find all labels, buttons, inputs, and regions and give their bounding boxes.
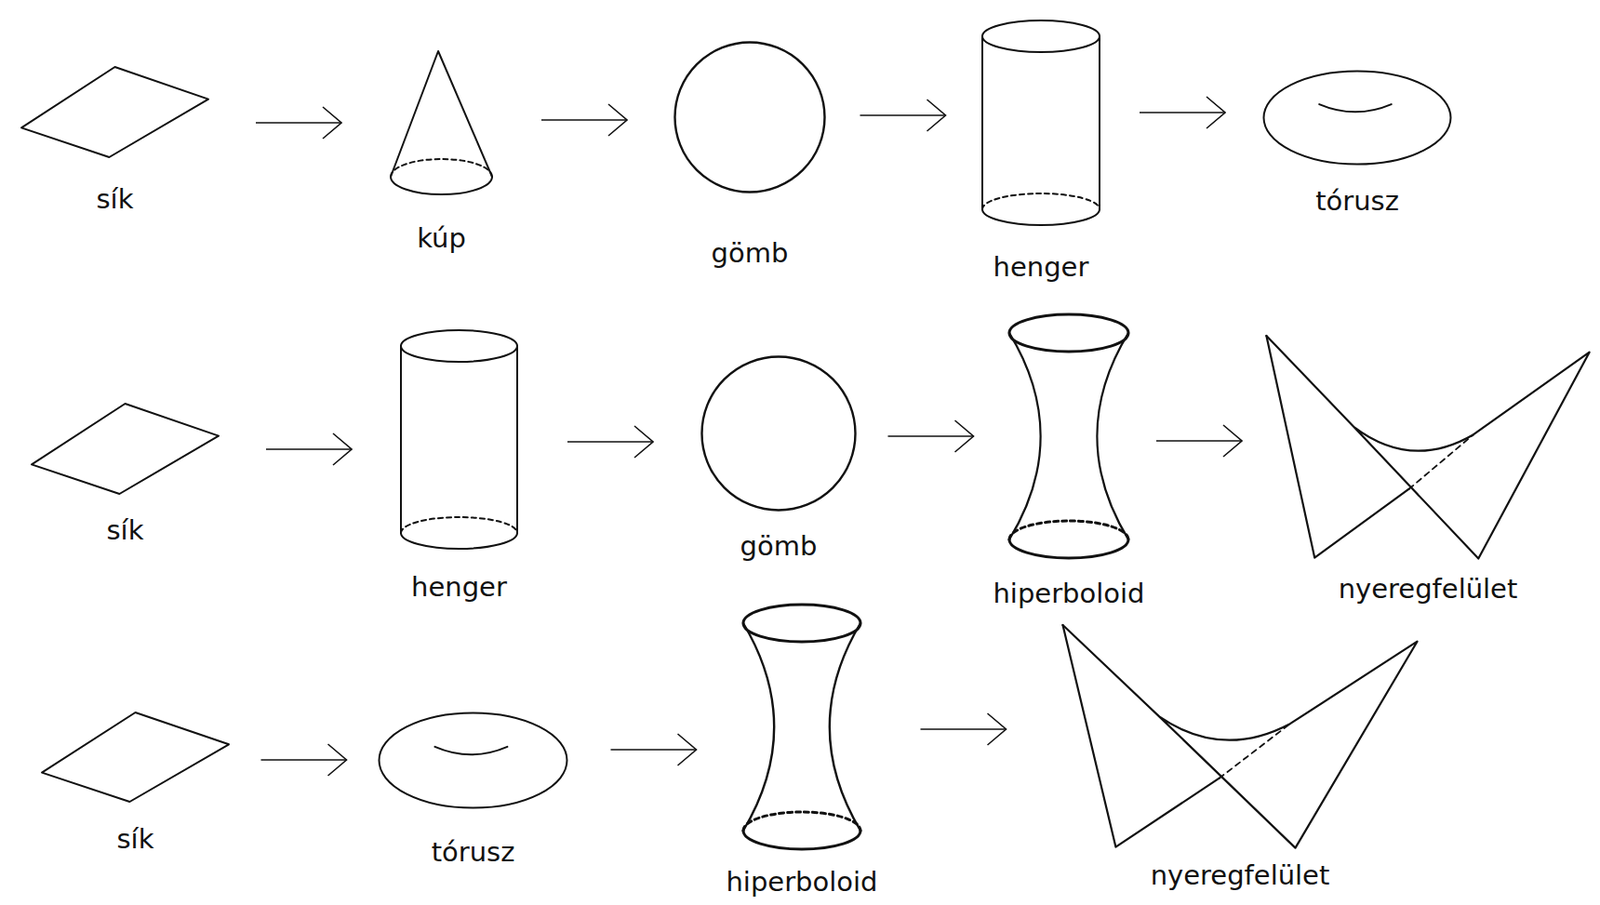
shape-stroke [435,746,508,755]
torus-outline [1264,71,1452,165]
surface-drawing [30,402,220,495]
sphere-outline [675,42,826,193]
surface-node: henger [398,328,520,551]
shape-stroke [400,533,518,549]
surface-drawing [673,40,827,194]
shape-stroke [1009,520,1129,540]
surface-node: nyeregfelület [1061,624,1419,851]
surface-label: nyeregfelület [1150,859,1331,892]
sphere-outline [702,357,856,511]
surface-node: gömb [673,40,827,194]
arrow-connector [567,440,654,443]
surface-label: henger [411,571,507,603]
surface-label: sík [106,514,145,547]
hyperboloid-top [743,604,861,642]
surface-drawing [1265,334,1591,561]
torus-outline [379,713,568,809]
shape-stroke [21,66,209,158]
shape-stroke [743,623,774,831]
surface-drawing [387,49,495,197]
arrow-connector [541,119,627,121]
surface-node: gömb [700,355,857,512]
shape-stroke [400,346,402,534]
surface-node: hiperboloid [738,601,866,853]
arrow-connector [255,121,342,124]
shape-stroke [981,36,984,210]
hyperboloid-top [1009,314,1129,352]
surface-label: sík [96,183,134,215]
shape-stroke [390,51,493,177]
cylinder-top [982,20,1100,53]
shape-stroke [1009,333,1041,540]
surface-label: hiperboloid [992,577,1145,610]
surface-node: henger [979,18,1103,227]
shape-stroke [982,193,1100,210]
shape-stroke [743,812,861,831]
shape-stroke [1063,625,1220,848]
arrow-connector [611,748,697,751]
shape-stroke [1009,539,1129,559]
surface-node: sík [40,711,230,803]
arrow-connector [266,448,352,451]
surface-drawing [20,66,210,159]
surface-label: tórusz [431,836,516,868]
arrow-connector [920,728,1007,731]
arrow-connector [860,114,947,117]
shape-stroke [41,712,229,802]
shape-stroke [390,176,493,195]
shape-stroke [743,830,861,850]
surface-label: nyeregfelület [1338,573,1519,605]
arrow-connector [888,435,974,438]
surface-drawing [40,711,230,803]
surface-label: hiperboloid [725,866,878,898]
shape-stroke [1098,36,1101,210]
surface-label: gömb [740,530,818,562]
surface-drawing [1004,311,1134,561]
surface-drawing [1061,624,1419,851]
surface-node: tórusz [377,711,569,810]
shape-stroke [982,209,1100,226]
shape-stroke [1319,104,1392,112]
shape-stroke [1096,333,1129,540]
surface-label: tórusz [1315,185,1400,217]
shape-stroke [1266,335,1409,559]
surface-label: sík [117,823,155,855]
surface-drawing [1262,69,1453,166]
surface-label: henger [993,251,1090,283]
shape-stroke [390,159,493,177]
shape-stroke [1266,335,1589,560]
arrow-connector [1156,440,1242,442]
surface-label: kúp [416,222,467,254]
surface-node: tórusz [1262,69,1453,166]
shape-stroke [31,403,219,494]
shape-stroke [1219,723,1291,779]
surface-drawing [377,711,569,810]
surface-drawing [398,328,520,551]
surface-drawing [738,601,866,853]
shape-stroke [1409,434,1474,490]
surface-node: sík [30,402,220,495]
surface-node: sík [20,66,210,159]
shape-stroke [516,346,519,534]
cylinder-top [400,330,518,362]
surface-label: gömb [711,237,789,269]
shape-stroke [829,623,861,831]
arrow-connector [261,759,347,761]
surface-drawing [700,355,857,512]
surface-node: hiperboloid [1004,311,1134,561]
surface-node: nyeregfelület [1265,334,1591,561]
surface-drawing [979,18,1103,227]
shape-stroke [400,517,518,534]
surface-node: kúp [387,49,495,197]
shape-stroke [1063,625,1418,849]
arrow-connector [1139,111,1226,114]
